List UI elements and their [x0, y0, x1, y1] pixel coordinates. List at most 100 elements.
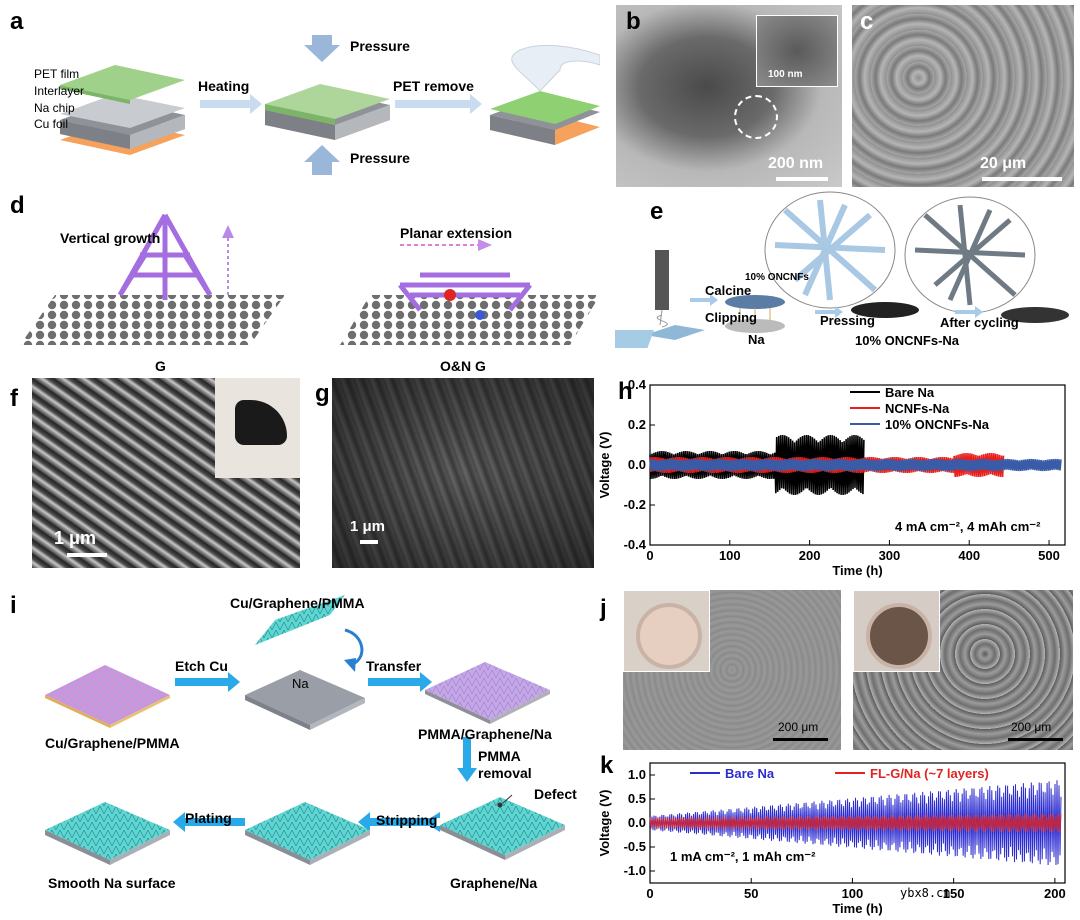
planar-extension-label: Planar extension — [400, 225, 513, 241]
caption-smooth-na: Smooth Na surface — [48, 875, 176, 891]
label-defect: Defect — [534, 786, 577, 802]
step-after-cycling: After cycling — [940, 315, 1019, 330]
chart-annotation: 1 mA cm⁻², 1 mAh cm⁻² — [670, 849, 816, 864]
scale-bar-g — [360, 540, 378, 544]
arrow-stripping — [358, 812, 435, 832]
scale-bar-c — [982, 177, 1062, 181]
x-tick-label: 150 — [943, 886, 965, 901]
panel-d-schematic — [20, 213, 600, 345]
panel-e-label: e — [650, 198, 664, 225]
y-axis-label: Voltage (V) — [597, 432, 612, 499]
x-tick-label: 200 — [799, 548, 821, 563]
y-tick-label: -0.4 — [624, 537, 647, 552]
step-pet-remove: PET remove — [393, 78, 474, 94]
growth-arrow-icon — [222, 225, 234, 238]
panel-a-label: a — [10, 8, 24, 35]
y-tick-label: 0.0 — [628, 815, 646, 830]
na-disc — [725, 319, 785, 333]
scale-label-b: 200 nm — [768, 155, 824, 172]
x-tick-label: 300 — [879, 548, 901, 563]
panel-k-label: k — [600, 752, 614, 779]
chart-annotation: 4 mA cm⁻², 4 mAh cm⁻² — [895, 519, 1041, 534]
extension-arrow-icon — [478, 239, 492, 251]
pyramid-cluster — [117, 213, 213, 300]
y-tick-label: -0.5 — [624, 839, 646, 854]
panel-b-label: b — [626, 8, 641, 35]
photo-inset-f — [215, 378, 300, 478]
panel-a-schematic — [60, 35, 600, 175]
arrow-pet-remove — [395, 94, 482, 114]
pressure-top-label: Pressure — [350, 38, 410, 54]
y-tick-label: 0.2 — [628, 417, 646, 432]
scale-bar-b — [776, 177, 828, 181]
graphene-lattice-left — [20, 295, 285, 345]
layer-stack-final — [490, 44, 600, 145]
planar-cluster — [398, 272, 532, 312]
inset-scale-label: 100 nm — [768, 69, 803, 80]
scale-label-j-left: 200 μm — [778, 720, 819, 734]
x-tick-label: 200 — [1044, 886, 1066, 901]
x-tick-label: 100 — [719, 548, 741, 563]
na-block — [245, 670, 365, 725]
label-transfer: Transfer — [366, 658, 422, 674]
tem-image-b: 100 nm 200 nm — [616, 5, 842, 187]
sheet-stripped — [245, 802, 370, 860]
spinneret-icon — [655, 250, 669, 310]
oncnf-disc — [725, 295, 785, 309]
panel-i-schematic — [45, 595, 565, 865]
photo-inset-j-left — [623, 590, 710, 672]
pressure-arrow-down-icon — [304, 35, 340, 62]
series-line — [649, 458, 1062, 472]
y-tick-label: 0.5 — [628, 791, 646, 806]
layer-label-interlayer: Interlayer — [34, 84, 85, 98]
scale-label-g: 1 μm — [350, 518, 386, 535]
inset-circle — [734, 95, 778, 139]
caption-graphene-na: Graphene/Na — [450, 875, 538, 891]
legend-label: NCNFs-Na — [885, 401, 950, 416]
arrow-heating — [200, 94, 262, 114]
sem-image-f: 1 μm — [32, 378, 300, 568]
layer-stack-pressed — [265, 84, 390, 140]
caption-cu-graphene-pmma: Cu/Graphene/PMMA — [45, 735, 180, 751]
scale-bar-j-left — [773, 738, 828, 741]
label-stripping: Stripping — [376, 812, 438, 828]
scale-label-f: 1 μm — [54, 528, 97, 548]
scale-bar-f — [67, 553, 107, 557]
label-plating: Plating — [185, 810, 232, 826]
arrow-etch — [175, 672, 240, 692]
x-axis-label: Time (h) — [832, 901, 882, 916]
sem-image-j-right: 200 μm — [853, 590, 1073, 750]
sheet-cu-graphene-pmma — [45, 665, 170, 725]
panel-d-label: d — [10, 192, 25, 219]
pressed-disc — [851, 302, 919, 318]
label-cu-graphene-pmma-top: Cu/Graphene/PMMA — [230, 595, 365, 611]
layer-label-pet: PET film — [34, 67, 80, 81]
y-tick-label: -1.0 — [624, 863, 646, 878]
grey-fibers — [914, 204, 1026, 306]
caption-pmma-graphene-na: PMMA/Graphene/Na — [418, 726, 552, 742]
sheet-pmma-graphene-na — [425, 662, 550, 720]
legend-label: Bare Na — [725, 766, 775, 781]
panel-f-label: f — [10, 385, 18, 412]
watermark: ybx8.cn — [900, 886, 951, 900]
panel-g-label: g — [315, 380, 330, 407]
product-label: 10% ONCNFs-Na — [855, 333, 960, 348]
x-tick-label: 50 — [744, 886, 758, 901]
legend-label: FL-G/Na (~7 layers) — [870, 766, 989, 781]
legend-label: 10% ONCNFs-Na — [885, 417, 990, 432]
y-axis-label: Voltage (V) — [597, 790, 612, 857]
scale-bar-j-right — [1008, 738, 1063, 741]
sem-image-c: 20 μm — [852, 5, 1074, 187]
sheet-smooth-na — [45, 802, 170, 860]
sem-image-j-left: 200 μm — [623, 590, 841, 750]
panel-j-label: j — [600, 595, 607, 622]
legend-label: Bare Na — [885, 385, 935, 400]
panel-h-label: h — [618, 378, 633, 405]
na-disc-label: Na — [748, 332, 765, 347]
x-tick-label: 400 — [958, 548, 980, 563]
panel-c-label: c — [860, 8, 874, 35]
layer-label-cu: Cu foil — [34, 117, 69, 131]
x-tick-label: 100 — [842, 886, 864, 901]
arrow-transfer — [368, 672, 432, 692]
